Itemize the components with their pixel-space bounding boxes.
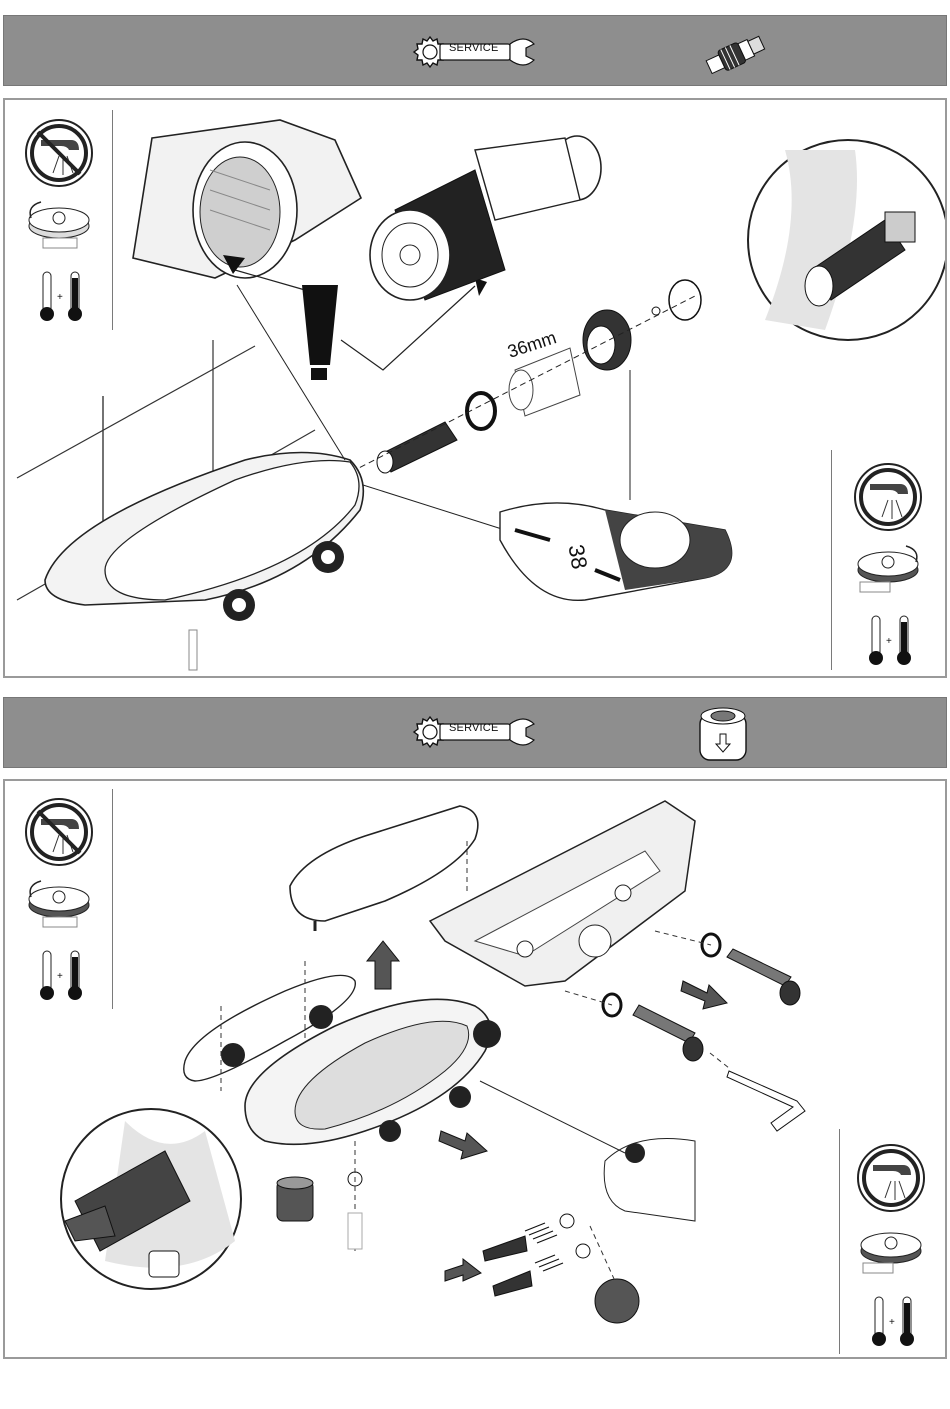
handle-detail: 38 [500, 503, 732, 600]
service-badge-label: SERVICE [449, 42, 499, 54]
step1-drawing: 36mm 38 [5, 100, 945, 676]
hot-cold-thermometer-icon: + [872, 1297, 914, 1346]
right-column-divider [831, 450, 832, 670]
water-flow-icon [858, 1145, 924, 1211]
check-valve-insert-icon [698, 704, 748, 764]
svg-text:38: 38 [563, 543, 592, 571]
svg-text:+: + [886, 636, 892, 647]
service-badge-label: SERVICE [449, 722, 499, 734]
step2-banner: SERVICE [3, 697, 947, 768]
water-flow-icon [855, 464, 921, 530]
step1-panel: + [3, 98, 947, 678]
mounting-screws [565, 931, 805, 1131]
cartridge-large [370, 136, 601, 300]
flow-rotation-icon [861, 1233, 921, 1273]
magnified-detail [748, 140, 945, 340]
thermostatic-cartridge-icon [700, 32, 770, 76]
right-column-divider [839, 1129, 840, 1354]
step1-banner: SERVICE [3, 15, 947, 86]
flow-rotation-icon [858, 546, 918, 592]
svg-text:+: + [889, 1317, 895, 1328]
service-badge: SERVICE [412, 34, 542, 70]
step2-panel: + [3, 779, 947, 1359]
right-symbols-step2: + [853, 1143, 933, 1353]
right-symbols-step1: + [850, 462, 930, 672]
exploded-parts: 36mm [351, 280, 701, 473]
service-badge: SERVICE [412, 714, 542, 750]
hot-cold-thermometer-icon: + [869, 616, 911, 665]
magnified-detail [61, 1109, 241, 1289]
step2-drawing [5, 781, 945, 1357]
